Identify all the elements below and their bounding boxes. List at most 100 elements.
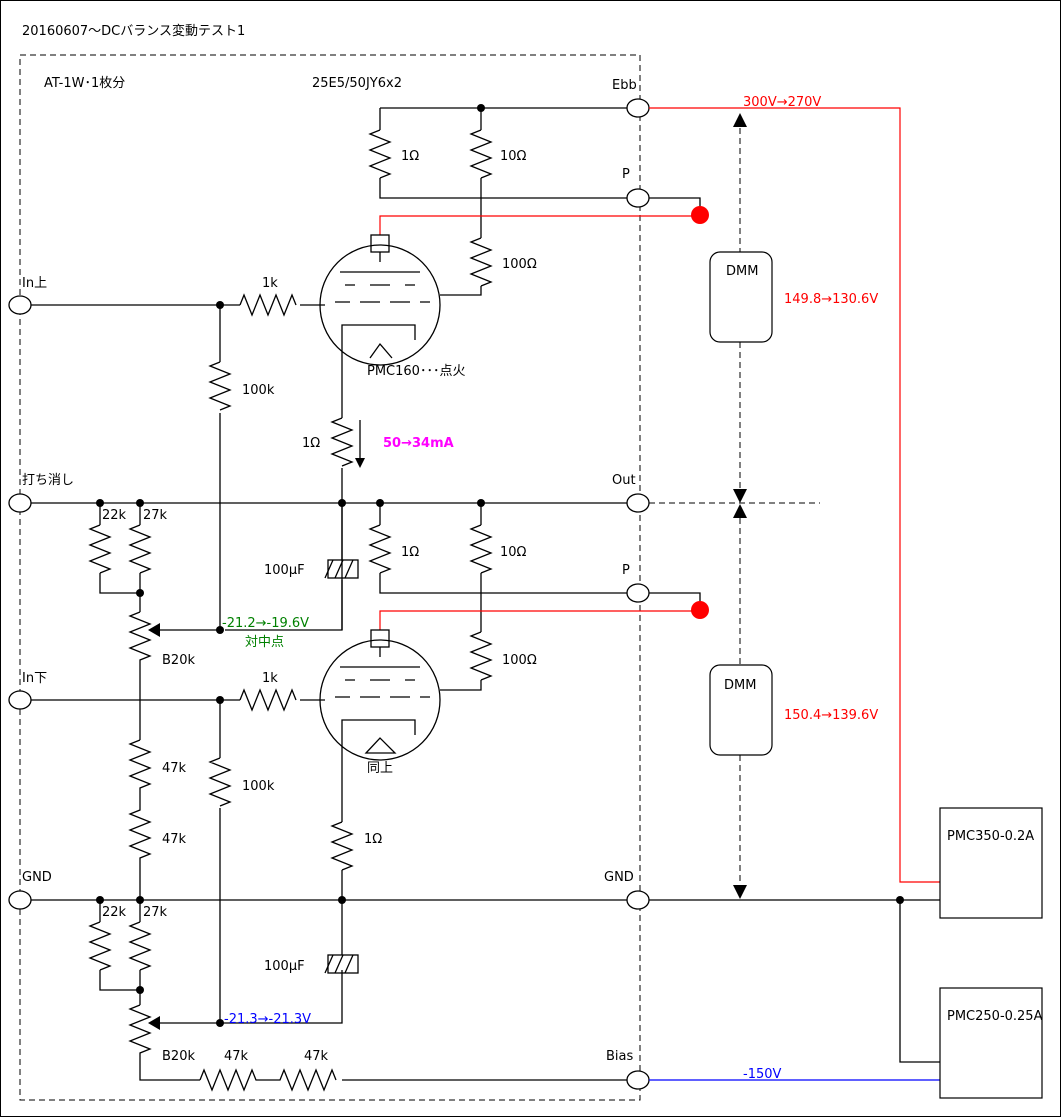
r-27k-b-label: 27k — [143, 905, 168, 920]
resistor-10ohm-upper — [469, 129, 493, 179]
heater-upper-note: PMC160･･･点火 — [367, 364, 465, 379]
resistor-47k-bias-pair — [199, 1068, 337, 1092]
terminal-p-lower[interactable] — [626, 583, 650, 603]
potentiometer-upper — [128, 611, 152, 740]
r-10ohm-b-label: 10Ω — [500, 545, 527, 560]
r-27k-a-label: 27k — [143, 508, 168, 523]
upper-test-point[interactable] — [691, 206, 709, 224]
junction-dot — [136, 589, 144, 597]
resistor-27k-upper — [128, 524, 152, 574]
resistor-100ohm-upper — [469, 237, 493, 287]
ebb-voltage-measurement: 300V→270V — [743, 95, 821, 110]
terminal-gnd-right[interactable] — [626, 890, 650, 910]
current-measurement: 50→34mA — [383, 436, 454, 451]
bias-upper-measurement: -21.2→-19.6V — [222, 616, 309, 631]
cap-a-label: 100μF — [264, 563, 305, 578]
r-100ohm-b-label: 100Ω — [502, 653, 537, 668]
terminal-in-upper[interactable] — [8, 295, 32, 315]
r-22k-b-label: 22k — [102, 905, 127, 920]
pot-wiper-upper-arrow — [148, 623, 160, 637]
gnd-to-bias-psu — [899, 900, 940, 1063]
r-1ohm-cath-b-label: 1Ω — [364, 832, 382, 847]
dmm-lower-arrow-top — [733, 504, 747, 518]
potentiometer-lower — [128, 1004, 630, 1081]
pot-b-label: B20k — [162, 1049, 195, 1064]
upper-voltage-measurement: 149.8→130.6V — [784, 292, 878, 307]
r-1ohm-cath-a-label: 1Ω — [302, 436, 320, 451]
resistor-100k-lower — [208, 757, 232, 807]
junction-dot — [477, 104, 485, 112]
r-1k-a-label: 1k — [262, 276, 278, 291]
terminal-bias[interactable] — [626, 1070, 650, 1090]
psu-ebb[interactable] — [939, 807, 1043, 919]
pot-wiper-lower-arrow — [148, 1016, 160, 1030]
label-cancel: 打ち消し — [22, 473, 74, 488]
r-47k-b-label: 47k — [162, 832, 187, 847]
lower-p-tap — [649, 592, 701, 602]
center-point-note: 対中点 — [245, 635, 284, 650]
label-p-lower: P — [622, 563, 630, 578]
dmm-upper-arrow-top — [733, 113, 747, 127]
module-label: AT-1W･1枚分 — [44, 76, 125, 91]
resistor-100k-upper — [208, 361, 232, 411]
terminal-ebb[interactable] — [626, 98, 650, 118]
module-boundary — [19, 54, 641, 1101]
junction-dot — [216, 626, 224, 634]
resistor-1ohm-cathode-lower — [330, 821, 354, 871]
resistor-22k-upper — [88, 524, 112, 574]
resistor-22k-lower — [88, 921, 112, 971]
upper-tube — [319, 234, 441, 366]
junction-dot — [136, 986, 144, 994]
resistor-1ohm-lower — [368, 524, 392, 574]
heater-lower-note: 同上 — [367, 761, 393, 776]
lower-plate-red-wire — [379, 610, 700, 630]
label-gnd-left: GND — [22, 870, 52, 885]
label-bias: Bias — [606, 1049, 633, 1064]
tube-label: 25E5/50JY6x2 — [312, 76, 402, 91]
r-47k-c-label: 47k — [224, 1049, 249, 1064]
lower-test-point[interactable] — [691, 601, 709, 619]
lower-screen-wire — [440, 503, 482, 691]
cap-b-label: 100μF — [264, 959, 305, 974]
r-1k-b-label: 1k — [262, 671, 278, 686]
ebb-supply-wire — [649, 107, 940, 883]
upper-p-tap — [649, 197, 701, 212]
label-in-lower: In下 — [22, 671, 47, 686]
lower-plate-1ohm-wire — [379, 503, 630, 594]
pot-a-label: B20k — [162, 653, 195, 668]
upper-plate-1ohm-wire — [379, 108, 630, 199]
label-out: Out — [612, 473, 636, 488]
label-in-upper: In上 — [22, 276, 47, 291]
bias-22k-b-wire — [99, 900, 140, 991]
r-47k-a-label: 47k — [162, 761, 187, 776]
r-100k-a-label: 100k — [242, 383, 275, 398]
resistor-1ohm-cathode-upper — [330, 417, 354, 467]
lower-tube — [319, 629, 441, 761]
bias-22k-a-wire — [99, 503, 140, 594]
label-p-upper: P — [622, 167, 630, 182]
dmm-lower[interactable] — [709, 664, 773, 756]
current-arrow-head — [355, 458, 365, 468]
dmm-upper[interactable] — [709, 251, 773, 343]
resistor-100ohm-lower — [469, 631, 493, 681]
terminal-gnd-left[interactable] — [8, 890, 32, 910]
terminal-out[interactable] — [626, 493, 650, 513]
dmm-upper-label: DMM — [726, 264, 758, 279]
r-10ohm-a-label: 10Ω — [500, 149, 527, 164]
psu-bias[interactable] — [939, 987, 1043, 1099]
terminal-cancel[interactable] — [8, 493, 32, 513]
terminal-p-upper[interactable] — [626, 188, 650, 208]
resistor-1k-lower — [239, 688, 297, 712]
psu-ebb-label: PMC350-0.2A — [947, 829, 1034, 844]
resistor-1ohm-upper — [368, 129, 392, 179]
terminal-in-lower[interactable] — [8, 690, 32, 710]
junction-dot — [216, 1019, 224, 1027]
capacitor-upper-hatch — [324, 559, 354, 579]
resistor-10ohm-lower — [469, 524, 493, 574]
r-1ohm-a-label: 1Ω — [401, 149, 419, 164]
resistor-27k-lower — [128, 921, 152, 971]
r-47k-d-label: 47k — [304, 1049, 329, 1064]
